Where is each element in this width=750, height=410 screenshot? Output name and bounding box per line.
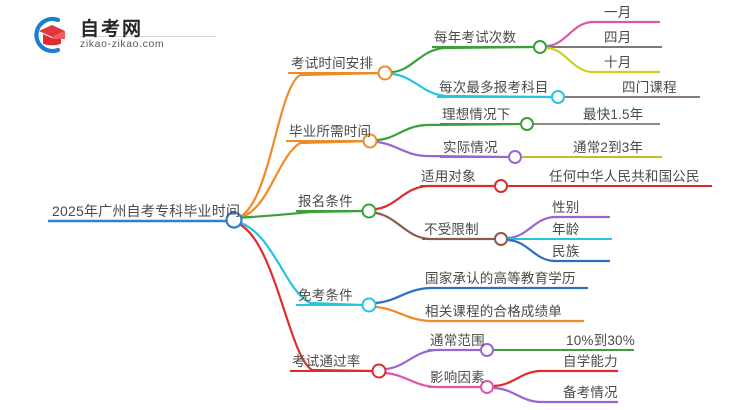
node-label-ideal-case[interactable]: 理想情况下 [442, 107, 511, 122]
node-label-preparation[interactable]: 备考情况 [563, 385, 618, 400]
node-range-circle [480, 343, 494, 357]
edge-exemption-degree [375, 286, 588, 305]
edge-nolimits-ethnic [507, 238, 610, 263]
edge-nolimits-gender [507, 215, 610, 240]
node-label-gender[interactable]: 性别 [552, 200, 580, 215]
node-actual-circle [508, 150, 522, 164]
node-label-duration[interactable]: 毕业所需时间 [289, 124, 372, 139]
node-requirements-circle [361, 203, 377, 219]
node-label-october[interactable]: 十月 [604, 55, 632, 70]
logo-domain: zikao-zikao.com [80, 38, 165, 50]
edge-schedule-frequency [391, 45, 534, 74]
node-label-factors[interactable]: 影响因素 [430, 370, 485, 385]
node-label-april[interactable]: 四月 [604, 30, 632, 45]
node-exam-schedule-circle [377, 65, 393, 81]
node-label-no-limits[interactable]: 不受限制 [424, 222, 479, 237]
node-label-exemption[interactable]: 免考条件 [298, 288, 353, 303]
edge-root-pass-rate [233, 220, 373, 373]
node-label-root[interactable]: 2025年广州自考专科毕业时间 [52, 203, 241, 219]
node-label-course-transcript[interactable]: 相关课程的合格成绩单 [425, 304, 562, 319]
edge-factors-prep [493, 386, 618, 404]
node-label-fastest[interactable]: 最快1.5年 [583, 107, 644, 122]
edge-passrate-range [385, 348, 480, 371]
logo-name: 自考网 [80, 19, 144, 40]
node-label-requirements[interactable]: 报名条件 [298, 194, 353, 209]
node-label-exam-schedule[interactable]: 考试时间安排 [291, 56, 374, 71]
edge-schedule-max-subj [391, 72, 552, 99]
node-target-circle [494, 179, 508, 193]
edge-duration-actual [376, 140, 509, 159]
site-logo: 自考网 zikao-zikao.com [28, 12, 218, 58]
graduation-cap-icon [28, 15, 72, 55]
node-pass-rate-circle [371, 363, 387, 379]
node-nolimits-circle [494, 232, 508, 246]
node-label-ethnicity[interactable]: 民族 [552, 244, 580, 259]
node-root-circle [225, 211, 243, 229]
node-label-range-value[interactable]: 10%到30% [566, 333, 635, 348]
logo-divider [80, 36, 216, 37]
node-label-usual-range[interactable]: 通常范围 [430, 333, 485, 348]
node-label-actual-case[interactable]: 实际情况 [443, 140, 498, 155]
edge-duration-ideal [376, 122, 521, 142]
node-label-max-subjects[interactable]: 每次最多报考科目 [439, 80, 549, 95]
node-duration-circle [362, 133, 378, 149]
edge-root-duration [233, 139, 371, 221]
node-label-self-study[interactable]: 自学能力 [563, 354, 618, 369]
node-max-subjects-circle [551, 90, 565, 104]
node-factors-circle [480, 380, 494, 394]
node-frequency-circle [533, 40, 547, 54]
node-label-four-courses[interactable]: 四门课程 [622, 80, 677, 95]
node-label-january[interactable]: 一月 [604, 5, 632, 20]
edge-frequency-oct [546, 46, 660, 74]
node-label-target-audience[interactable]: 适用对象 [421, 169, 476, 184]
node-label-age[interactable]: 年龄 [552, 222, 580, 237]
edge-factors-selfstudy [493, 369, 618, 388]
node-exemption-circle [361, 297, 377, 313]
edge-root-exam-schedule [233, 71, 386, 221]
node-ideal-circle [520, 117, 534, 131]
edge-root-requirements [233, 209, 363, 220]
node-label-exam-frequency[interactable]: 每年考试次数 [434, 30, 517, 45]
node-label-recognized-degree[interactable]: 国家承认的高等教育学历 [425, 271, 576, 286]
edge-exemption-transcript [375, 305, 584, 323]
node-label-pass-rate[interactable]: 考试通过率 [292, 354, 361, 369]
node-label-any-citizen[interactable]: 任何中华人民共和国公民 [549, 169, 700, 184]
edge-frequency-jan [546, 20, 660, 48]
edge-root-exemption [233, 219, 363, 307]
edge-req-target [375, 184, 494, 211]
node-label-usual-years[interactable]: 通常2到3年 [573, 140, 644, 155]
